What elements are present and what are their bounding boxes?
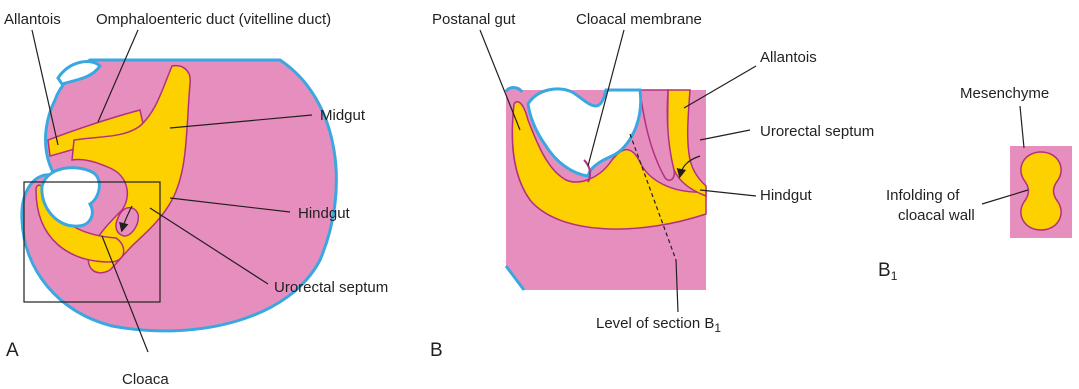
panel-b1: Mesenchyme Infolding of cloacal wall B1 [878,85,1072,283]
panel-b-level-text: Level of section B [596,315,714,332]
panel-b-leader-allantois [684,66,756,108]
panel-b-label-hindgut: Hindgut [760,187,813,204]
panel-a: Allantois Omphaloenteric duct (vitelline… [4,11,388,388]
panel-b: Postanal gut Cloacal membrane Allantois … [430,11,874,361]
panel-b1-letter-main: B [878,260,891,281]
panel-a-label-midgut: Midgut [320,107,366,124]
panel-a-letter: A [6,340,19,361]
panel-a-label-cloaca: Cloaca [122,371,169,388]
panel-b-label-allantois: Allantois [760,49,817,66]
panel-b1-label-mesenchyme: Mesenchyme [960,85,1049,102]
panel-b1-letter-sub: 1 [891,269,898,283]
panel-a-label-urorectal-septum: Urorectal septum [274,279,388,296]
panel-a-label-omphaloenteric-duct: Omphaloenteric duct (vitelline duct) [96,11,331,28]
panel-b-letter: B [430,340,443,361]
panel-b-label-cloacal-membrane: Cloacal membrane [576,11,702,28]
panel-a-label-hindgut: Hindgut [298,205,351,222]
panel-a-label-allantois: Allantois [4,11,61,28]
panel-b-label-level-of-section: Level of section B1 [596,315,721,335]
panel-b-level-subscript: 1 [714,321,721,335]
panel-b-leader-urorectal [700,130,750,140]
panel-b1-label-infolding-1: Infolding of [886,187,960,204]
panel-b1-letter: B1 [878,260,898,283]
panel-b-label-urorectal-septum: Urorectal septum [760,123,874,140]
panel-b-leader-postanal [480,30,520,130]
panel-b1-label-infolding-2: cloacal wall [898,207,975,224]
panel-b-label-postanal-gut: Postanal gut [432,11,516,28]
panel-b-leader-hindgut [700,190,756,196]
panel-b1-leader-mesenchyme [1020,106,1024,148]
